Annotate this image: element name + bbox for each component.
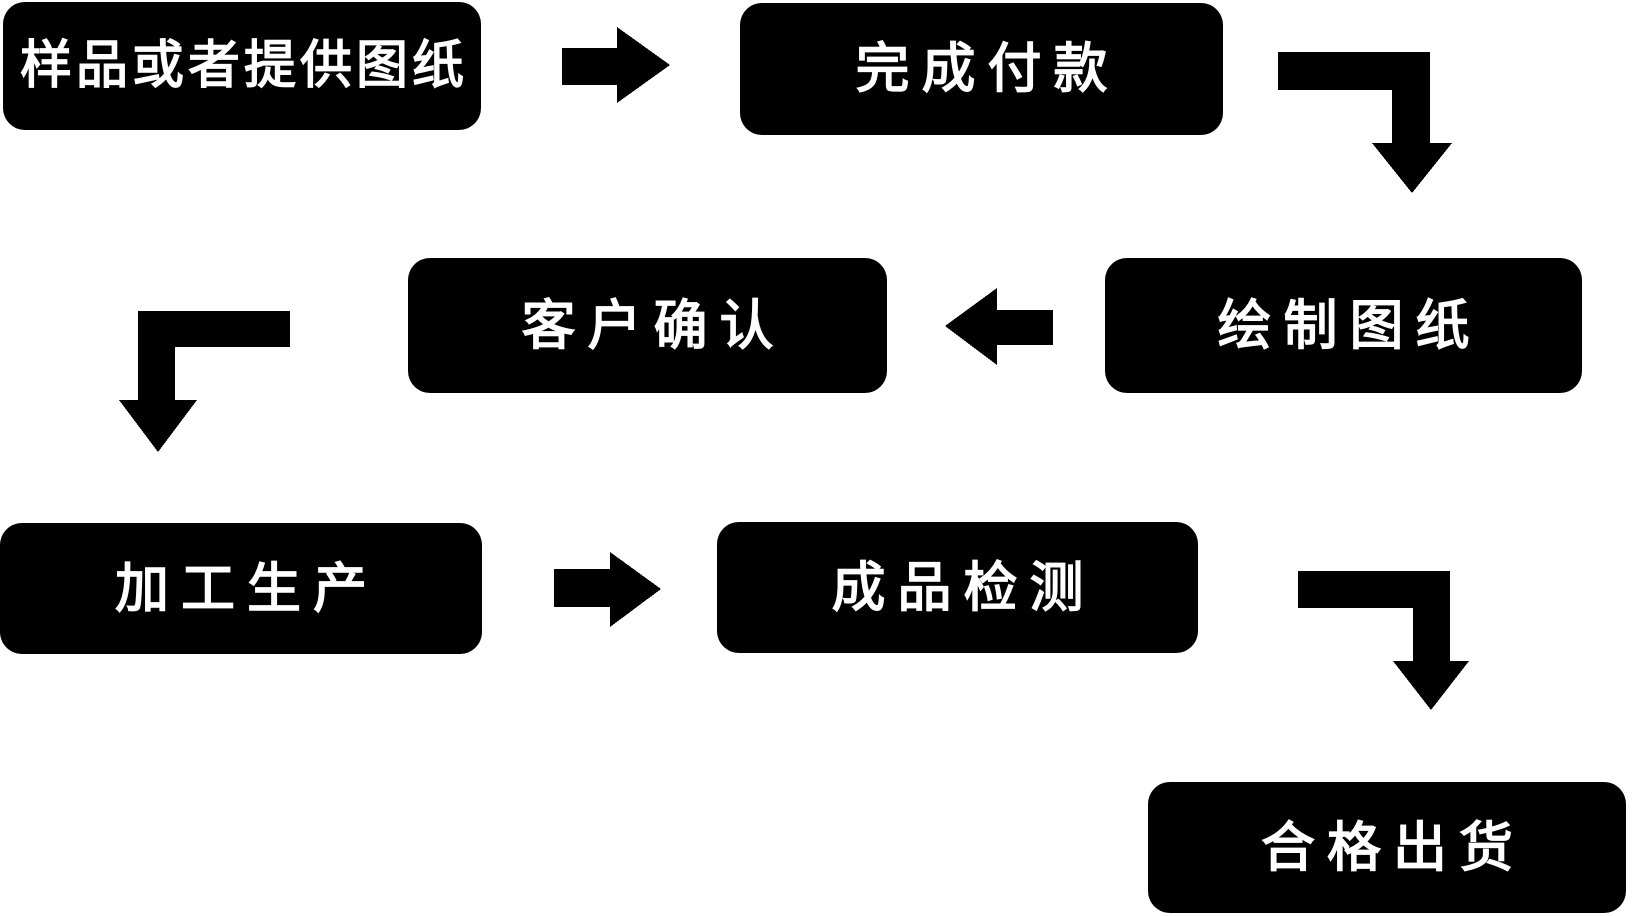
flow-node-customer-confirm: 客户确认 [408,258,887,393]
arrow-drawing-to-confirm-icon [945,288,1053,365]
flow-node-label-complete-payment: 完成付款 [855,37,1120,100]
arrow-payment-to-drawing-icon [1278,52,1452,193]
flow-node-label-product-inspection: 成品检测 [831,555,1096,619]
arrow-confirm-to-production-icon [119,311,290,452]
flow-node-sample-or-drawing: 样品或者提供图纸 [3,2,481,130]
flow-node-label-customer-confirm: 客户确认 [521,293,786,357]
flow-node-draw-drawings: 绘制图纸 [1105,258,1582,393]
flow-node-label-processing-production: 加工生产 [115,556,379,620]
flow-node-complete-payment: 完成付款 [740,3,1223,135]
arrow-inspection-to-shipment-icon [1298,571,1469,710]
flow-node-label-draw-drawings: 绘制图纸 [1217,293,1482,357]
flow-node-processing-production: 加工生产 [0,523,482,654]
arrow-sample-to-payment-icon [562,27,670,103]
flow-node-qualified-shipment: 合格出货 [1148,782,1626,913]
flow-node-product-inspection: 成品检测 [717,522,1198,653]
flow-node-label-qualified-shipment: 合格出货 [1261,815,1525,879]
arrow-production-to-inspection-icon [554,552,661,627]
flow-node-label-sample-or-drawing: 样品或者提供图纸 [19,36,468,96]
